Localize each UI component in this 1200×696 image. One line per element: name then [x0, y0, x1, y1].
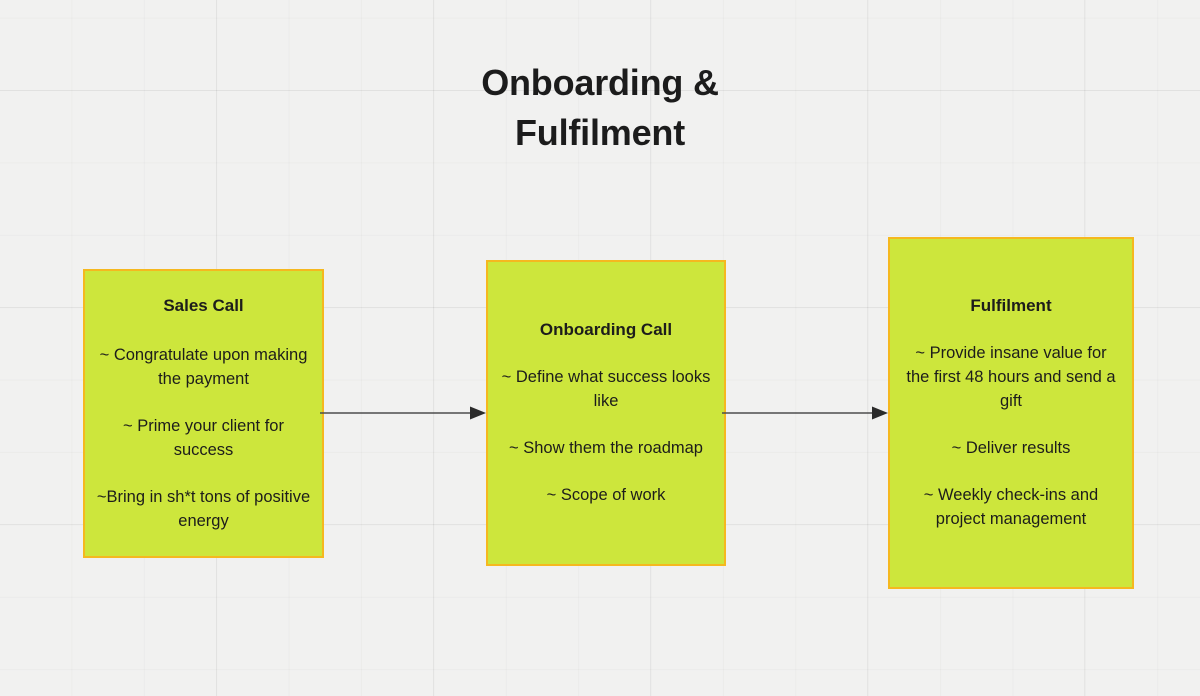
list-item: ~ Define what success looks like	[501, 368, 711, 410]
node-onboarding-call[interactable]: Onboarding Call ~ Define what success lo…	[486, 260, 726, 566]
connector-arrow-sales-to-onboarding	[320, 406, 486, 420]
node-item-list: ~ Congratulate upon making the payment ~…	[95, 343, 312, 533]
list-item: ~ Prime your client for success	[123, 416, 284, 459]
list-item: ~ Scope of work	[546, 486, 666, 504]
node-item-list: ~ Provide insane value for the first 48 …	[900, 341, 1122, 531]
node-sales-call[interactable]: Sales Call ~ Congratulate upon making th…	[83, 269, 324, 558]
list-item: ~ Provide insane value for the first 48 …	[906, 344, 1116, 410]
list-item: ~Bring in sh*t tons of positive energy	[96, 487, 311, 530]
list-item: ~ Show them the roadmap	[509, 439, 703, 457]
list-item: ~ Deliver results	[951, 439, 1071, 457]
node-title: Sales Call	[163, 295, 244, 315]
node-title: Onboarding Call	[539, 320, 673, 339]
page-title: Onboarding & Fulfilment	[481, 62, 719, 153]
node-fulfilment[interactable]: Fulfilment ~ Provide insane value for th…	[888, 237, 1134, 589]
node-title: Fulfilment	[970, 296, 1052, 315]
connector-arrow-onboarding-to-fulfilment	[722, 406, 888, 420]
list-item: ~ Weekly check-ins and project managemen…	[923, 486, 1099, 528]
node-item-list: ~ Define what success looks like ~ Show …	[498, 365, 714, 507]
list-item: ~ Congratulate upon making the payment	[99, 345, 308, 388]
